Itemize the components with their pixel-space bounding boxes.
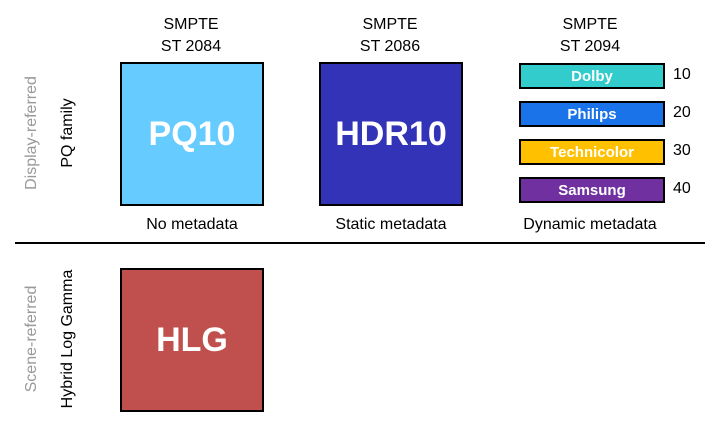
vendor-philips-number: 20 <box>673 104 691 121</box>
standard-st2094-line1: SMPTE <box>562 16 618 33</box>
vendor-samsung-bar: Samsung <box>519 177 665 203</box>
display-referred-label: Display-referred <box>23 76 40 190</box>
pq-family-label: PQ family <box>59 98 76 168</box>
vendor-technicolor-number: 30 <box>673 142 691 159</box>
pq10-box: PQ10 <box>120 62 264 206</box>
hlg-box: HLG <box>120 268 264 412</box>
family-divider <box>15 242 705 244</box>
standard-st2084-header: SMPTE ST 2084 <box>111 14 271 58</box>
vendor-samsung-number: 40 <box>673 180 691 197</box>
hdr10-label: HDR10 <box>335 114 447 153</box>
vendor-dolby-bar: Dolby <box>519 63 665 89</box>
standard-st2094-header: SMPTE ST 2094 <box>510 14 670 58</box>
vendor-technicolor-label: Technicolor <box>550 143 634 161</box>
standard-st2086-header: SMPTE ST 2086 <box>310 14 470 58</box>
scene-referred-label: Scene-referred <box>23 285 40 393</box>
standard-st2084-line1: SMPTE <box>163 16 219 33</box>
hybrid-log-gamma-label: Hybrid Log Gamma <box>59 269 76 409</box>
hlg-label: HLG <box>156 320 228 359</box>
standard-st2094-line2: ST 2094 <box>559 38 621 55</box>
standard-st2084-line2: ST 2084 <box>160 38 222 55</box>
standard-st2086-line2: ST 2086 <box>359 38 421 55</box>
vendor-philips-bar: Philips <box>519 101 665 127</box>
pq10-label: PQ10 <box>148 114 236 153</box>
static-metadata-caption: Static metadata <box>335 216 447 233</box>
standard-st2086-line1: SMPTE <box>362 16 418 33</box>
vendor-philips-label: Philips <box>567 105 617 123</box>
vendor-dolby-number: 10 <box>673 66 691 83</box>
hdr10-box: HDR10 <box>319 62 463 206</box>
vendor-dolby-label: Dolby <box>571 67 613 85</box>
no-metadata-caption: No metadata <box>146 216 238 233</box>
vendor-samsung-label: Samsung <box>558 181 626 199</box>
vendor-technicolor-bar: Technicolor <box>519 139 665 165</box>
dynamic-metadata-caption: Dynamic metadata <box>523 216 657 233</box>
